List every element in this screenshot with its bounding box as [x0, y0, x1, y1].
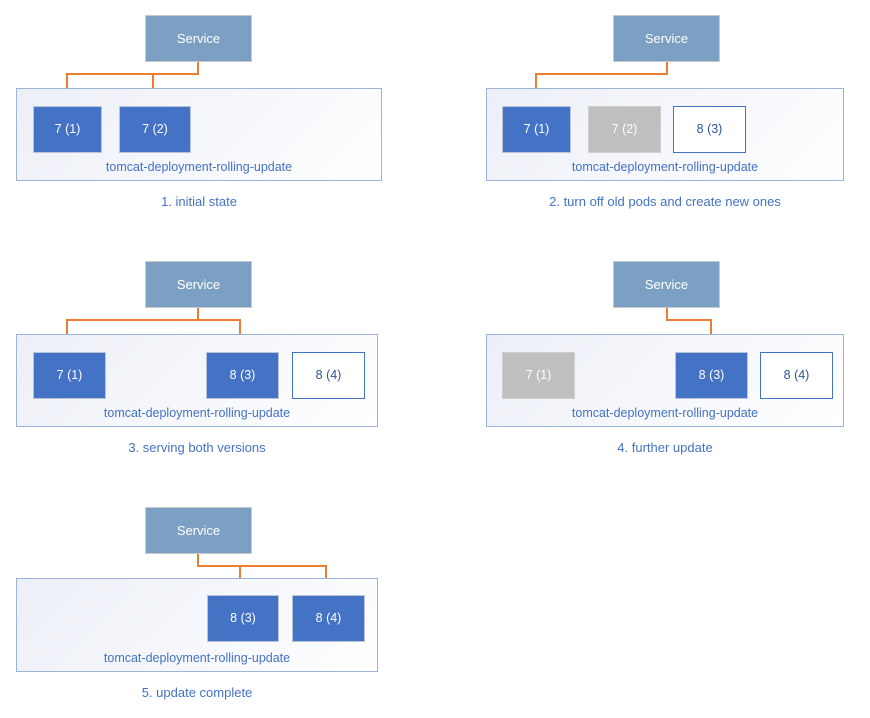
panel-caption: 3. serving both versions [128, 440, 266, 455]
pod-7-1[interactable]: 7 (1) [33, 106, 102, 153]
pod-8-3[interactable]: 8 (3) [207, 595, 279, 642]
pod-7-2[interactable]: 7 (2) [119, 106, 191, 153]
panel-caption: 2. turn off old pods and create new ones [549, 194, 781, 209]
deployment-label: tomcat-deployment-rolling-update [571, 160, 759, 174]
pod-7-1[interactable]: 7 (1) [502, 106, 571, 153]
deployment-container: 7 (1) 8 (3) 8 (4) tomcat-deployment-roll… [16, 334, 378, 427]
deployment-label: tomcat-deployment-rolling-update [103, 406, 291, 420]
service-node[interactable]: Service [613, 15, 720, 62]
service-node[interactable]: Service [145, 261, 252, 308]
pod-8-4[interactable]: 8 (4) [292, 352, 365, 399]
deployment-label: tomcat-deployment-rolling-update [103, 651, 291, 665]
deployment-container: 8 (3) 8 (4) tomcat-deployment-rolling-up… [16, 578, 378, 672]
panel-caption: 1. initial state [161, 194, 237, 209]
pod-7-1[interactable]: 7 (1) [502, 352, 575, 399]
pod-8-3[interactable]: 8 (3) [675, 352, 748, 399]
panel-caption: 5. update complete [141, 685, 253, 700]
pod-8-3[interactable]: 8 (3) [673, 106, 746, 153]
deployment-container: 7 (1) 7 (2) 8 (3) tomcat-deployment-roll… [486, 88, 844, 181]
pod-8-4[interactable]: 8 (4) [292, 595, 365, 642]
deployment-label: tomcat-deployment-rolling-update [571, 406, 759, 420]
deployment-container: 7 (1) 7 (2) tomcat-deployment-rolling-up… [16, 88, 382, 181]
service-node[interactable]: Service [145, 15, 252, 62]
pod-7-1[interactable]: 7 (1) [33, 352, 106, 399]
deployment-label: tomcat-deployment-rolling-update [105, 160, 293, 174]
deployment-container: 7 (1) 8 (3) 8 (4) tomcat-deployment-roll… [486, 334, 844, 427]
pod-8-3[interactable]: 8 (3) [206, 352, 279, 399]
pod-8-4[interactable]: 8 (4) [760, 352, 833, 399]
service-node[interactable]: Service [145, 507, 252, 554]
service-node[interactable]: Service [613, 261, 720, 308]
pod-7-2[interactable]: 7 (2) [588, 106, 661, 153]
panel-caption: 4. further update [617, 440, 713, 455]
